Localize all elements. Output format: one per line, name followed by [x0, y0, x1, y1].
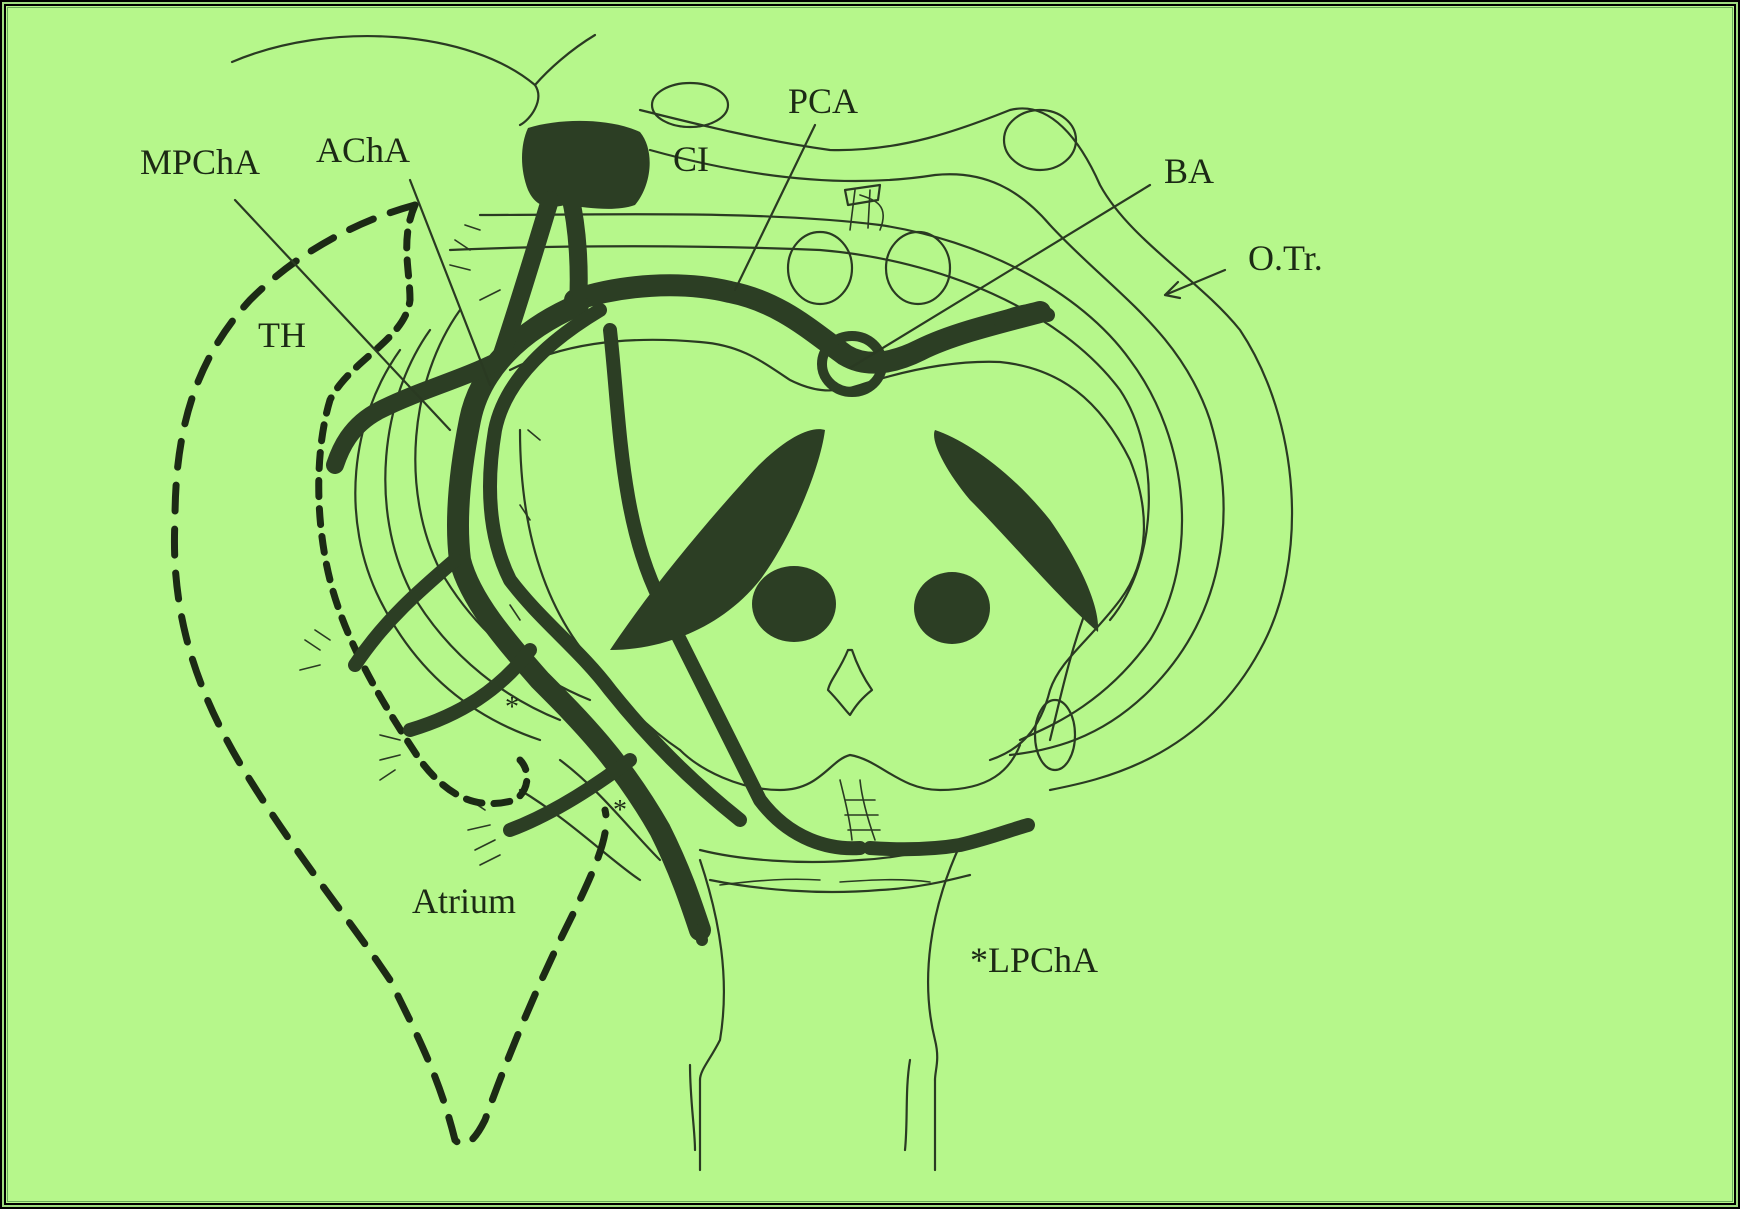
figure-frame: PCA MPChA AChA CI BA O.Tr. TH Atrium *LP…: [0, 0, 1740, 1209]
figure-border: [2, 2, 1738, 1207]
